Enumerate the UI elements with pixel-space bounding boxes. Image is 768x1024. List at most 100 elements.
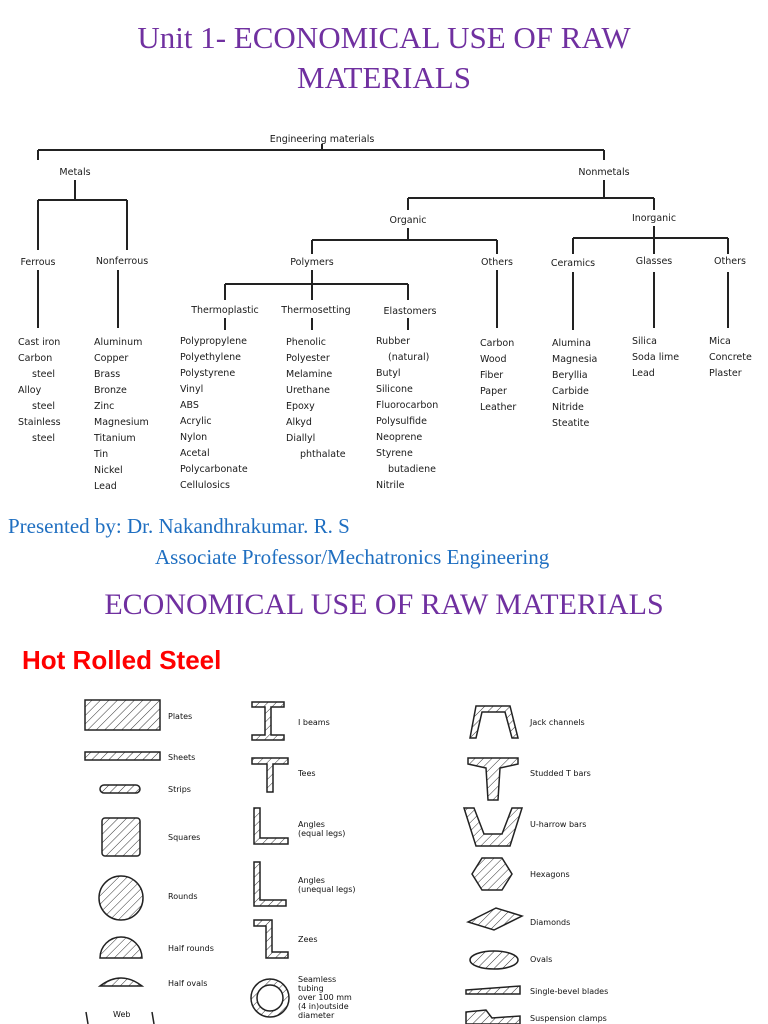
tube-shape-inner [256,984,284,1012]
title-line-1: Unit 1- ECONOMICAL USE OF RAW [137,20,631,55]
jack-channel-shape [469,705,519,739]
tee-shape [251,757,289,793]
shape-label: Rounds [168,892,197,901]
oval-shape [469,950,519,970]
list-item: Concrete [709,352,752,363]
list-item: Alumina [552,338,591,349]
presenter-designation: Associate Professor/Mechatronics Enginee… [155,545,550,569]
angle-unequal-shape [253,861,287,907]
tree-ceramics: Ceramics [551,258,595,269]
tree-nonmetals: Nonmetals [578,167,629,178]
list-item: Fluorocarbon [376,400,438,411]
list-item: Alloy [18,385,42,396]
shape-label: Ovals [530,955,552,964]
square-shape [101,817,141,857]
shape-label: Squares [168,833,200,842]
tree-inorganic-others: Others [714,256,746,267]
list-item: Lead [94,481,117,492]
thermosetting-list: Phenolic Polyester Melamine Urethane Epo… [286,337,346,460]
list-item: Bronze [94,385,127,396]
shape-label: Suspension clamps [530,1014,607,1023]
diamond-shape [465,907,525,931]
shape-label: diameter [298,1011,335,1020]
list-item: Polyethylene [180,352,241,363]
thermoplastic-list: Polypropylene Polyethylene Polystyrene V… [180,336,248,491]
tree-thermosetting: Thermosetting [280,305,350,316]
shape-label: Zees [298,935,318,944]
list-item: Polycarbonate [180,464,248,475]
u-harrow-bar-shape [462,807,524,847]
list-item: Polysulfide [376,416,427,427]
tree-elastomers: Elastomers [384,306,437,317]
list-item: Zinc [94,401,114,412]
shape-label: (equal legs) [298,829,345,838]
list-item: ABS [180,400,199,411]
list-item: Neoprene [376,432,422,443]
tree-root: Engineering materials [270,134,375,145]
half-round-shape [99,936,143,959]
list-item: Phenolic [286,337,326,348]
web-shape-right [151,1011,155,1024]
nonferrous-list: Aluminum Copper Brass Bronze Zinc Magnes… [93,337,149,492]
list-item: Carbon [18,353,52,364]
list-item: Nylon [180,432,207,443]
list-item: Magnesium [94,417,149,428]
shape-label: Angles [298,820,325,829]
shape-label: Web [113,1010,130,1019]
suspension-clamp-shape [465,1009,521,1024]
list-item: Leather [480,402,516,413]
list-item: Cellulosics [180,480,230,491]
inorganic-others-list: Mica Concrete Plaster [709,336,752,379]
list-item: steel [32,369,55,380]
list-item: Nitrile [376,480,405,491]
title-line-2: MATERIALS [297,60,471,95]
shape-label: I beams [298,718,330,727]
section-subtitle: Hot Rolled Steel [22,645,222,675]
list-item: Wood [480,354,507,365]
shape-label: Plates [168,712,192,721]
shape-label: Strips [168,785,191,794]
list-item: Polyester [286,353,330,364]
shape-label: Half ovals [168,979,207,988]
angle-equal-shape [253,807,289,845]
list-item: Nitride [552,402,584,413]
list-item: Styrene [376,448,413,459]
list-item: Mica [709,336,731,347]
single-bevel-blade-shape [465,985,521,995]
shape-label: Single-bevel blades [530,987,608,996]
list-item: Copper [94,353,128,364]
list-item: Brass [94,369,120,380]
zee-shape [253,919,289,959]
list-item: Soda lime [632,352,679,363]
presenter-name: Presented by: Dr. Nakandhrakumar. R. S [8,514,350,538]
list-item: Beryllia [552,370,588,381]
list-item: Diallyl [286,433,315,444]
list-item: Titanium [93,433,136,444]
ceramics-list: Alumina Magnesia Beryllia Carbide Nitrid… [552,338,597,429]
tree-thermoplastic: Thermoplastic [190,305,259,316]
tree-polymers: Polymers [290,257,333,268]
i-beam-shape [251,701,285,741]
shape-label: Jack channels [529,718,585,727]
list-item: Fiber [480,370,503,381]
list-item: steel [32,401,55,412]
shape-label: Angles [298,876,325,885]
tree-organic: Organic [390,215,427,226]
list-item: Alkyd [286,417,312,428]
shape-label: tubing [298,984,324,993]
strip-shape [99,784,141,794]
list-item: Carbon [480,338,514,349]
list-item: Lead [632,368,655,379]
list-item: (natural) [388,352,429,363]
shape-label: U-harrow bars [530,820,586,829]
list-item: Rubber [376,336,410,347]
shape-label: Sheets [168,753,195,762]
plate-shape [84,699,161,731]
list-item: Polypropylene [180,336,247,347]
hexagon-shape [471,857,513,891]
list-item: Tin [93,449,108,460]
shape-label: (4 in)outside [298,1002,349,1011]
shape-label: Seamless [298,975,336,984]
list-item: Aluminum [94,337,142,348]
tree-inorganic: Inorganic [632,213,676,224]
